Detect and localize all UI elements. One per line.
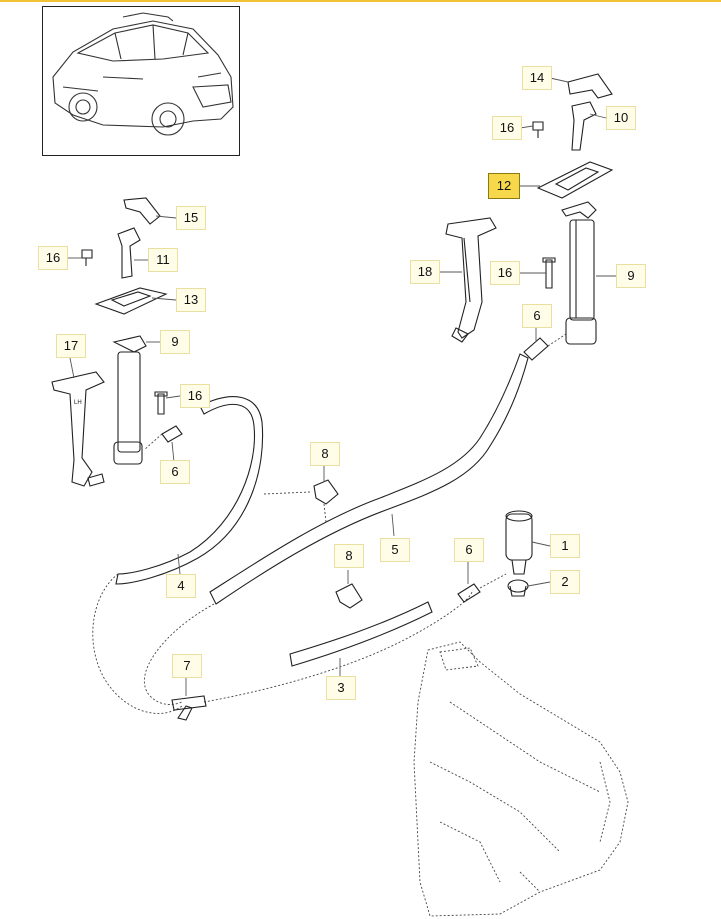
connector-left — [143, 425, 183, 451]
callout-16[interactable]: 16 — [492, 116, 522, 140]
callout-17[interactable]: 17 — [56, 334, 86, 358]
washer-nozzle-18 — [445, 217, 497, 343]
t-connector-7 — [171, 695, 207, 721]
screw-left-mid — [154, 391, 168, 415]
callout-7[interactable]: 7 — [172, 654, 202, 678]
callout-9[interactable]: 9 — [616, 264, 646, 288]
clip-8-upper — [263, 479, 339, 523]
callout-6[interactable]: 6 — [160, 460, 190, 484]
washer-nozzle-17: LH — [51, 371, 105, 487]
gasket-13 — [94, 287, 168, 315]
leader-lines — [68, 77, 616, 696]
callout-11[interactable]: 11 — [148, 248, 178, 272]
callout-16[interactable]: 16 — [38, 246, 68, 270]
clip-8-lower — [335, 583, 363, 609]
callout-12-highlighted[interactable]: 12 — [488, 173, 520, 199]
callout-5[interactable]: 5 — [380, 538, 410, 562]
washer-pump-1 — [505, 510, 533, 575]
screw-right-mid — [542, 257, 556, 289]
callout-15[interactable]: 15 — [176, 206, 206, 230]
nozzle-marking: LH — [74, 400, 82, 406]
telescopic-cylinder-left — [112, 335, 147, 465]
callout-1[interactable]: 1 — [550, 534, 580, 558]
cover-cap-left — [123, 197, 161, 225]
callout-2[interactable]: 2 — [550, 570, 580, 594]
connector-pump — [457, 573, 507, 603]
callout-10[interactable]: 10 — [606, 106, 636, 130]
hose-4 — [115, 396, 264, 585]
car-icon — [52, 12, 234, 136]
callout-8[interactable]: 8 — [334, 544, 364, 568]
callout-6[interactable]: 6 — [522, 304, 552, 328]
connector-right — [523, 333, 567, 361]
callout-6[interactable]: 6 — [454, 538, 484, 562]
bracket-right — [571, 101, 597, 151]
screw-right-top — [532, 121, 544, 138]
telescopic-cylinder-right — [561, 201, 597, 345]
callout-8[interactable]: 8 — [310, 442, 340, 466]
callout-16[interactable]: 16 — [180, 384, 210, 408]
cover-cap-right — [567, 73, 613, 99]
callout-13[interactable]: 13 — [176, 288, 206, 312]
callout-3[interactable]: 3 — [326, 676, 356, 700]
vehicle-thumbnail — [42, 6, 240, 156]
callout-16[interactable]: 16 — [490, 261, 520, 285]
bracket-left — [117, 227, 141, 279]
gasket-12 — [536, 161, 614, 199]
screw-left-top — [81, 249, 93, 266]
callout-14[interactable]: 14 — [522, 66, 552, 90]
callout-18[interactable]: 18 — [410, 260, 440, 284]
callout-9[interactable]: 9 — [160, 330, 190, 354]
grommet-2 — [507, 579, 529, 597]
return-line-dashed — [92, 573, 473, 714]
hose-5 — [209, 353, 529, 605]
washer-reservoir — [413, 641, 629, 917]
hose-3 — [289, 601, 433, 667]
callout-4[interactable]: 4 — [166, 574, 196, 598]
